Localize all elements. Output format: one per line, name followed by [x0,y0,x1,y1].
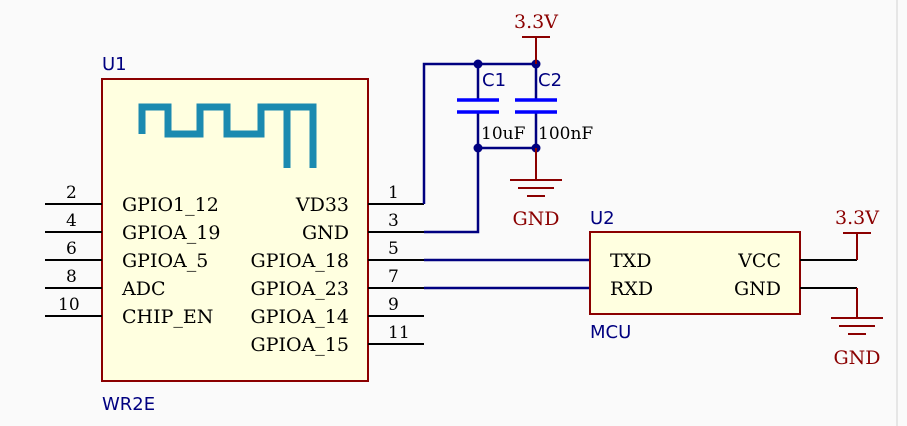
u1-left-pin[interactable]: 4 GPIOA_19 [45,211,220,244]
ground-symbol[interactable]: GND [831,288,883,369]
pin-label: GND [302,222,349,244]
pin-number: 6 [66,239,77,259]
pin-number: 9 [388,295,399,315]
pin-number: 4 [66,211,77,231]
pin-label: CHIP_EN [122,306,213,328]
u1-left-pin[interactable]: 6 GPIOA_5 [45,239,208,272]
ground-symbol[interactable]: GND [510,148,562,230]
c1-value: 10uF [481,124,526,144]
pin-label: RXD [610,278,653,300]
pin-number: 7 [388,267,399,287]
u2-mcu[interactable]: U2 TXD RXD VCC GND MCU [589,208,801,343]
pin-label: VCC [737,250,781,272]
c2-value: 100nF [538,124,593,144]
pin-number: 3 [388,211,399,231]
u1-right-pin[interactable]: 1 VD33 [295,183,424,216]
u1-right-pin[interactable]: 9 GPIOA_14 [251,295,424,328]
pin-number: 1 [388,183,399,203]
wire-vd33-net[interactable] [422,62,536,204]
net-label: GND [833,347,880,369]
power-3v3-symbol[interactable]: 3.3V [835,207,879,260]
u1-module[interactable]: U1 WR2E 2 GPIO1_12 4 GPIOA_19 6 GPIOA_5 … [45,54,424,415]
u1-right-pin[interactable]: 3 GND [302,211,424,244]
junction-dot [473,59,483,69]
power-3v3-symbol[interactable]: 3.3V [514,11,558,64]
junction-dot [473,143,483,153]
net-label: 3.3V [514,11,558,33]
u1-left-pin[interactable]: 10 CHIP_EN [45,295,213,328]
pin-label: TXD [610,250,651,272]
pin-number: 8 [66,267,77,287]
u2-reference: U2 [590,208,615,229]
capacitor-c1[interactable]: C1 10uF [457,70,526,144]
pin-label: GPIOA_23 [251,278,349,300]
net-label: 3.3V [835,207,879,229]
u1-left-pin[interactable]: 8 ADC [45,267,166,300]
u1-left-pin[interactable]: 2 GPIO1_12 [45,183,219,216]
pin-label: GPIOA_15 [251,334,349,356]
u1-body [101,78,369,382]
pin-label: ADC [121,278,166,300]
u1-part-name: WR2E [102,394,155,415]
u2-body [589,231,801,315]
c2-reference: C2 [538,70,562,91]
u1-right-pin[interactable]: 7 GPIOA_23 [251,267,424,300]
pin-label: GND [734,278,781,300]
wire-gnd-net[interactable] [424,146,536,234]
u1-right-pin[interactable]: 5 GPIOA_18 [251,239,424,272]
pin-label: GPIOA_18 [251,250,349,272]
pin-label: GPIOA_5 [122,250,208,272]
pin-label: GPIOA_14 [251,306,349,328]
pin-label: GPIO1_12 [122,194,219,216]
c1-reference: C1 [482,70,506,91]
pin-number: 10 [58,295,80,315]
pin-label: VD33 [295,194,349,216]
net-label: GND [512,208,559,230]
wifi-antenna-icon [138,103,317,168]
capacitor-c2[interactable]: C2 100nF [515,70,593,144]
u2-part-name: MCU [590,322,631,343]
u1-reference: U1 [102,54,127,75]
u1-right-pin[interactable]: 11 GPIOA_15 [251,323,424,356]
pin-label: GPIOA_19 [122,222,220,244]
pin-number: 5 [388,239,399,259]
pin-number: 11 [388,323,410,343]
pin-number: 2 [66,183,77,203]
